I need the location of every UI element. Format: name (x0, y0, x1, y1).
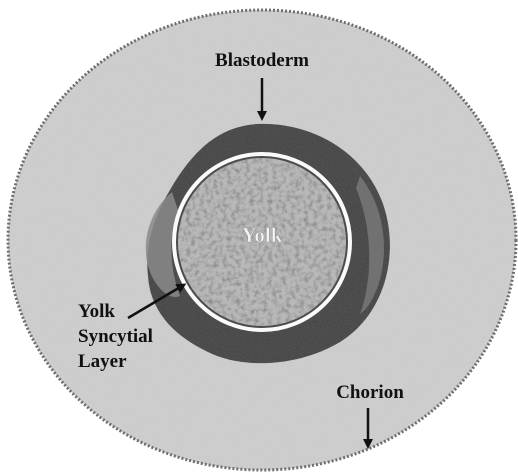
ysl-label-line1: Yolk (78, 301, 115, 322)
ysl-label-line3: Layer (78, 351, 127, 372)
blastoderm-label: Blastoderm (215, 50, 309, 71)
yolk-label: Yolk (242, 223, 283, 247)
yolk: Yolk (178, 158, 346, 326)
ysl-label-line2: Syncytial (78, 326, 153, 347)
chorion-label: Chorion (336, 382, 404, 403)
